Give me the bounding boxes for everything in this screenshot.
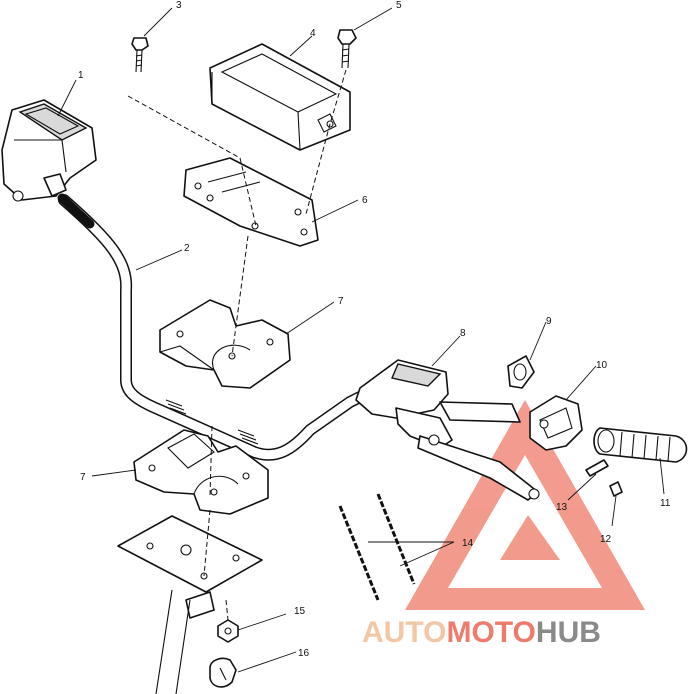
callout-16: 16	[298, 648, 310, 659]
watermark-inner-check	[500, 515, 560, 560]
callout-3: 3	[176, 0, 182, 11]
mounting-plate-6	[183, 157, 319, 247]
handlebar-2	[57, 193, 376, 461]
throttle-housing-10	[529, 395, 583, 451]
callout-6: 6	[362, 195, 368, 206]
clamp-lower-7	[133, 429, 269, 515]
bolt-3	[131, 37, 149, 73]
callout-7-upper: 7	[338, 296, 344, 307]
callout-9: 9	[546, 316, 552, 327]
handlebar-cover-4	[209, 43, 351, 151]
svg-text:AUTOMOTOHUB: AUTOMOTOHUB	[362, 616, 601, 649]
cap-16	[209, 657, 237, 688]
callout-4: 4	[310, 28, 316, 39]
watermark-moto: MOTO	[446, 616, 535, 649]
screw-13	[585, 459, 609, 477]
cable-straps-14	[338, 493, 416, 601]
callout-10: 10	[596, 360, 608, 371]
callout-14: 14	[462, 538, 474, 549]
bolt-5	[337, 29, 357, 69]
callout-11: 11	[660, 498, 671, 509]
leader-lines	[57, 7, 665, 673]
callout-1: 1	[78, 70, 84, 81]
watermark-text: AUTOMOTOHUB	[362, 616, 601, 649]
callout-5: 5	[396, 0, 402, 11]
callout-2: 2	[184, 243, 190, 254]
nut-15	[217, 619, 239, 643]
callout-15: 15	[294, 606, 306, 617]
switch-housing-1	[1, 99, 97, 202]
bushing-9	[507, 355, 535, 389]
assembly-center-lines	[127, 69, 347, 621]
pin-12	[609, 481, 623, 497]
watermark-hub: HUB	[536, 616, 601, 649]
callout-12: 12	[600, 534, 612, 545]
brake-master-cylinder-8	[355, 359, 540, 501]
steering-post-plate	[117, 515, 263, 694]
clamp-upper-7	[159, 299, 291, 389]
hand-grip-11	[593, 427, 688, 463]
watermark-logo	[405, 400, 645, 610]
callout-8: 8	[460, 328, 466, 339]
watermark-auto: AUTO	[362, 616, 446, 649]
watermark-triangle	[405, 400, 645, 610]
callout-labels: 1 2 3 4 5 6 7 7 8 9 10 11 12 13 14 15 16	[78, 0, 671, 659]
callout-7-lower: 7	[80, 472, 86, 483]
callout-13: 13	[556, 502, 568, 513]
